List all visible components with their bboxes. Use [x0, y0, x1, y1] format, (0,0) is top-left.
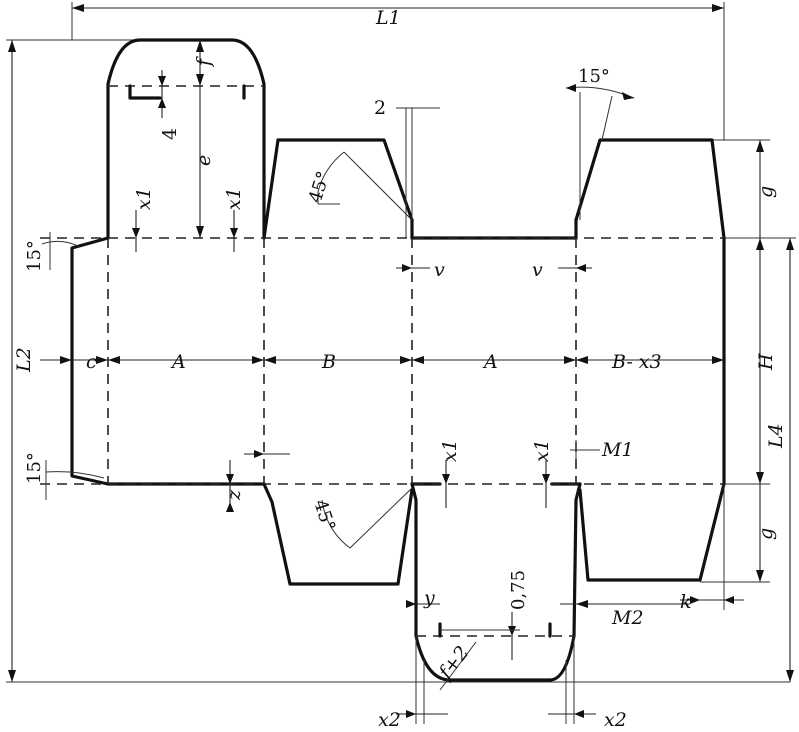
- arrow-k-left: [690, 596, 700, 604]
- label-x2-right: x2: [604, 709, 627, 731]
- label-l4: L4: [765, 423, 787, 449]
- label-k: k: [680, 591, 692, 613]
- top-tuck-flap-outline: [106, 38, 266, 240]
- arrow-g-bottom: [756, 570, 764, 582]
- label-b: B: [321, 351, 336, 373]
- label-x1-d: x1: [531, 439, 553, 462]
- arrow-15-right-a: [566, 84, 576, 92]
- label-v-b: v: [532, 259, 543, 281]
- arrow-e-bottom: [196, 226, 204, 238]
- arrow-x1-b: [230, 228, 238, 238]
- arrow-b-left: [264, 356, 276, 364]
- arrow-x1-a: [132, 228, 140, 238]
- arrow-g-top: [756, 140, 764, 152]
- label-x1-a: x1: [133, 187, 155, 210]
- label-l1: L1: [375, 7, 401, 29]
- bottom-dust-flap-b-outline: [262, 482, 414, 586]
- label-v-a: v: [434, 259, 445, 281]
- arrow-075-top: [508, 626, 516, 636]
- label-b-x3: B- x3: [611, 351, 662, 373]
- label-g-bottom: g: [755, 528, 777, 540]
- arrow-a2-right: [564, 356, 576, 364]
- arrow-f-top: [196, 40, 204, 52]
- top-dust-flap-b-outline: [262, 138, 414, 240]
- arrow-c-right: [96, 356, 108, 364]
- label-y: y: [423, 587, 435, 609]
- arrow-4-top: [158, 76, 166, 86]
- arrow-c-left: [60, 356, 72, 364]
- label-angle-right-top: 15°: [578, 66, 610, 87]
- arrow-k-right: [724, 596, 734, 604]
- label-075: 0,75: [508, 570, 529, 610]
- arrow-x2-left: [406, 710, 416, 718]
- arrow-a-left: [108, 356, 120, 364]
- angle-15-line-right: [601, 95, 613, 141]
- label-e: e: [193, 155, 215, 166]
- arrow-v-a: [402, 264, 412, 272]
- angle-45-arc-bottom: [321, 499, 351, 549]
- arrow-h-top: [756, 238, 764, 250]
- arrow-a2-left: [412, 356, 424, 364]
- arrow-l1-right: [712, 4, 724, 12]
- label-g-top: g: [755, 186, 777, 198]
- arrow-h-bottom: [756, 472, 764, 484]
- angle-15-arc-left-bottom: [45, 471, 105, 479]
- arrow-l4-bottom: [786, 670, 794, 682]
- arrow-a-right: [252, 356, 264, 364]
- label-x2-left: x2: [378, 709, 401, 731]
- label-angle-left-top: 15°: [24, 240, 45, 272]
- arrow-l2-bottom: [8, 670, 16, 682]
- label-l2: L2: [13, 347, 35, 373]
- label-a: A: [170, 351, 186, 373]
- label-4: 4: [159, 128, 181, 140]
- arrow-x1-d: [542, 474, 550, 484]
- arrow-z-top: [226, 474, 234, 484]
- arrow-b-right: [400, 356, 412, 364]
- label-angle-flap-top: 45°: [305, 169, 335, 206]
- slot-notch-top-left: [128, 84, 162, 100]
- label-m1: M1: [601, 439, 634, 461]
- label-c: c: [86, 351, 97, 373]
- arrow-l4-top: [786, 238, 794, 250]
- arrow-4-bottom: [158, 98, 166, 108]
- label-x1-c: x1: [439, 439, 461, 462]
- arrow-x2-right: [574, 710, 584, 718]
- label-2: 2: [374, 97, 386, 119]
- arrow-f-bottom: [196, 74, 204, 86]
- label-x1-b: x1: [223, 187, 245, 210]
- top-dust-flap-last-outline: [574, 138, 726, 240]
- bottom-dust-flap-last-outline: [578, 482, 726, 582]
- arrow-15-right-b: [622, 92, 634, 100]
- arrow-l2-top: [8, 40, 16, 52]
- angle-45-arc-top: [317, 151, 345, 204]
- label-angle-flap-bottom: 45°: [309, 497, 339, 534]
- label-h: H: [755, 353, 777, 371]
- label-angle-left-bottom: 15°: [24, 452, 45, 484]
- label-a2: A: [482, 351, 498, 373]
- arrow-y: [406, 600, 416, 608]
- arrow-x1-c: [442, 474, 450, 484]
- bottom-tuck-flap-outline: [410, 482, 582, 682]
- angle-45-line-bottom: [349, 487, 413, 549]
- arrow-bx3-right: [712, 356, 724, 364]
- label-z: z: [223, 489, 245, 501]
- arrow-z-bottom: [226, 502, 234, 512]
- label-m2: M2: [611, 607, 644, 629]
- glue-flap-outline: [70, 236, 110, 486]
- f-plus-2-leader: [439, 641, 477, 691]
- angle-45-line-top: [343, 151, 413, 221]
- arrow-bx3-left: [576, 356, 588, 364]
- arrow-m2-left: [576, 600, 588, 608]
- label-f: f: [193, 56, 215, 68]
- arrow-v-b: [576, 264, 586, 272]
- angle-15-arc-left-top: [41, 240, 79, 247]
- arrow-small-a: [254, 450, 264, 458]
- arrow-l1-left: [72, 4, 84, 12]
